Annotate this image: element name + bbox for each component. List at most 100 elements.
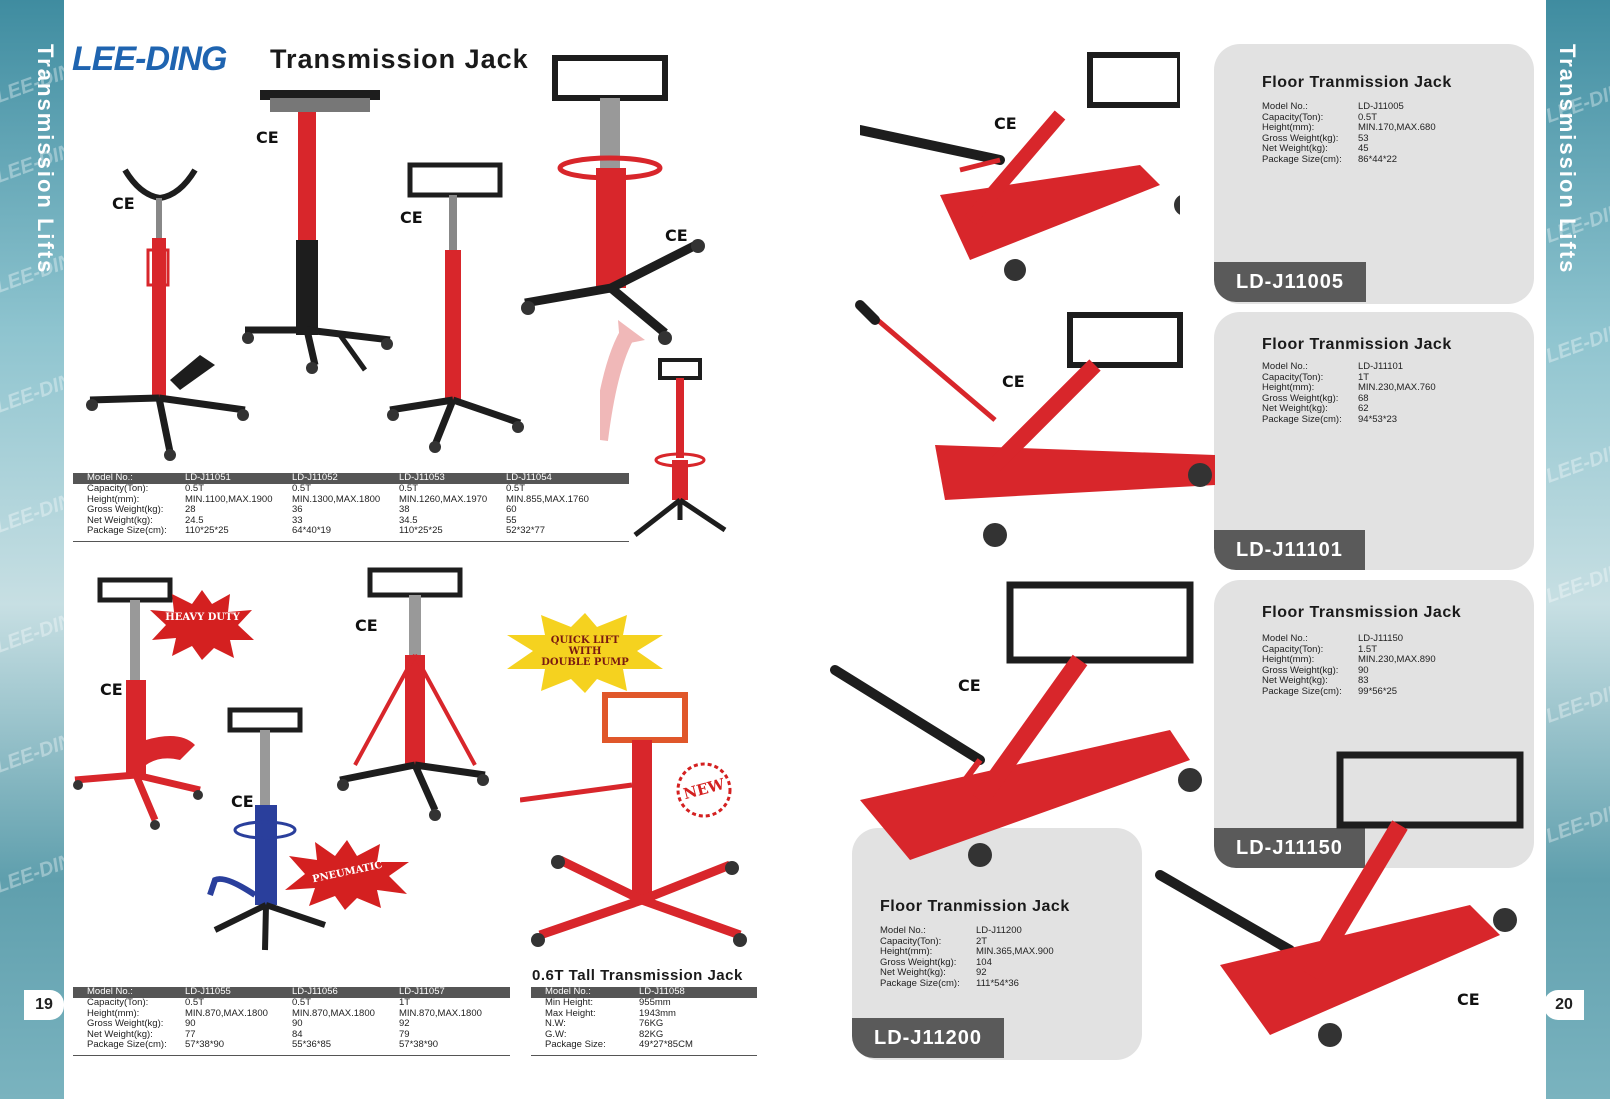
table-row: Capacity(Ton): 0.5T 0.5T 1T <box>73 997 510 1009</box>
burst-shape <box>150 590 254 660</box>
jack-image-ld-j11053 <box>387 162 524 453</box>
table-row: Height(mm): MIN.1100,MAX.1900 MIN.1300,M… <box>73 493 629 506</box>
table-header-row: Model No.: LD-J11055 LD-J11056 LD-J11057 <box>73 986 510 998</box>
table-cell: MIN.870,MAX.1800 <box>399 1007 482 1019</box>
watermark: LEE-DING <box>0 364 64 418</box>
table-cell: MIN.1300,MAX.1800 <box>292 493 381 505</box>
spec-label: Gross Weight(kg): <box>1262 132 1339 144</box>
table-row: Gross Weight(kg): 28 36 38 60 <box>73 504 629 516</box>
watermark: LEE-DING <box>1546 434 1610 488</box>
table-cell: MIN.855,MAX.1760 <box>506 493 589 505</box>
ce-mark: CE <box>231 792 254 811</box>
table-cell: MIN.870,MAX.1800 <box>185 1007 268 1019</box>
spec-value: 2T <box>976 935 988 947</box>
spec-value: LD-J11101 <box>1358 361 1404 372</box>
table-cell: MIN.1100,MAX.1900 <box>185 493 273 505</box>
table-label: Model No.: <box>545 986 591 997</box>
spec-label: Height(mm): <box>1262 382 1315 393</box>
watermark: LEE-DING <box>1546 314 1610 368</box>
table-cell: 110*25*25 <box>399 525 443 536</box>
table-label: Model No.: <box>87 986 133 997</box>
spec-label: Capacity(Ton): <box>1262 111 1324 123</box>
table-cell: 90 <box>185 1018 196 1029</box>
table-cell: 55*36*85 <box>292 1039 332 1050</box>
spec-label: Model No.: <box>1262 633 1308 644</box>
table-cell: 60 <box>506 504 517 515</box>
table-cell: LD-J11057 <box>399 986 445 997</box>
ce-mark: CE <box>112 194 135 213</box>
burst-line: WITH <box>568 646 602 657</box>
table-cell: 84 <box>292 1028 303 1040</box>
model-tag: LD-J11150 <box>1214 828 1365 868</box>
new-badge: NEW <box>676 762 732 818</box>
table-cell: 82KG <box>639 1028 664 1040</box>
table-cell: 0.5T <box>185 483 205 494</box>
jack-image-ld-j11055 <box>73 577 203 830</box>
watermark: LEE-DING <box>1546 794 1610 848</box>
model-tag: LD-J11101 <box>1214 530 1365 570</box>
watermark: LEE-DING <box>1546 674 1610 728</box>
ce-mark: CE <box>100 680 123 699</box>
spec-value: 94*53*23 <box>1358 413 1398 425</box>
spec-label: Model No.: <box>880 925 926 936</box>
model-tag: LD-J11200 <box>852 1018 1004 1058</box>
spec-value: LD-J11150 <box>1358 633 1404 644</box>
pneumatic-burst: PNEUMATIC <box>285 840 410 910</box>
table-row: G.W: 82KG <box>531 1028 757 1041</box>
spec-value: 53 <box>1358 132 1369 144</box>
card-specs: Model No.:LD-J11005 Capacity(Ton):0.5T H… <box>1262 101 1436 165</box>
ce-mark: CE <box>1457 990 1480 1009</box>
table-label: Height(mm): <box>87 493 140 505</box>
floor-jack-image-ld-j11101 <box>855 300 1215 547</box>
table-cell: MIN.870,MAX.1800 <box>292 1007 375 1019</box>
spec-label: Model No.: <box>1262 361 1308 372</box>
spec-label: Gross Weight(kg): <box>880 956 957 968</box>
spec-label: Height(mm): <box>1262 122 1315 133</box>
spec-value: MIN.365,MAX.900 <box>976 946 1054 957</box>
spec-value: 45 <box>1358 143 1369 154</box>
table-label: Height(mm): <box>87 1007 140 1019</box>
side-title: Transmission Lifts <box>33 44 58 275</box>
spec-value: 68 <box>1358 392 1369 404</box>
spec-value: LD-J11200 <box>976 925 1022 936</box>
jack-image-ld-j11054 <box>521 55 705 345</box>
table-label: Capacity(Ton): <box>87 997 149 1008</box>
table-row: Max Height: 1943mm <box>531 1008 757 1020</box>
table-cell: 55 <box>506 514 517 526</box>
quick-lift-burst: QUICK LIFT WITH DOUBLE PUMP <box>505 613 665 693</box>
floor-jack-image-ld-j11150 <box>1155 751 1524 1047</box>
product-card-ld-j11200: Floor Tranmission Jack Model No.:LD-J112… <box>852 828 1142 1060</box>
product-card-ld-j11005: Floor Tranmission Jack Model No.:LD-J110… <box>1214 44 1534 304</box>
table-cell: 0.5T <box>506 483 526 494</box>
spec-label: Height(mm): <box>880 946 933 957</box>
model-tag: LD-J11005 <box>1214 262 1366 302</box>
ce-mark: CE <box>355 616 378 635</box>
spec-label: Net Weight(kg): <box>1262 675 1328 686</box>
spec-label: Gross Weight(kg): <box>1262 392 1339 404</box>
burst-text: QUICK LIFT WITH DOUBLE PUMP <box>505 635 665 668</box>
spec-value: MIN.170,MAX.680 <box>1358 122 1436 133</box>
table-cell: 34.5 <box>399 514 418 526</box>
watermark: LEE-DING <box>0 844 64 898</box>
ce-mark: CE <box>1002 372 1025 391</box>
ce-mark: CE <box>994 114 1017 133</box>
table-label: Net Weight(kg): <box>87 514 153 526</box>
table-row: Package Size(cm): 110*25*25 64*40*19 110… <box>73 525 629 537</box>
product-card-ld-j11150: Floor Transmission Jack Model No.:LD-J11… <box>1214 580 1534 868</box>
spec-value: 1.5T <box>1358 643 1378 655</box>
table-cell: 1T <box>399 997 411 1008</box>
card-specs: Model No.:LD-J11200 Capacity(Ton):2T Hei… <box>880 925 1054 989</box>
table-label: Capacity(Ton): <box>87 483 149 494</box>
burst-line: DOUBLE PUMP <box>541 657 629 668</box>
table-cell: 52*32*77 <box>506 525 546 536</box>
table-cell: 0.5T <box>399 483 419 494</box>
spec-label: Package Size(cm): <box>880 977 960 989</box>
spec-label: Model No.: <box>1262 101 1308 112</box>
table-cell: LD-J11054 <box>506 472 552 483</box>
jack-image-ld-j11057 <box>337 567 489 821</box>
spec-table-tall: Model No.: LD-J11058 Min Height: 955mm M… <box>531 986 757 1056</box>
spec-label: Net Weight(kg): <box>1262 403 1328 414</box>
spec-value: 62 <box>1358 403 1369 414</box>
table-label: Package Size(cm): <box>87 1039 167 1050</box>
table-cell: 92 <box>399 1018 410 1029</box>
